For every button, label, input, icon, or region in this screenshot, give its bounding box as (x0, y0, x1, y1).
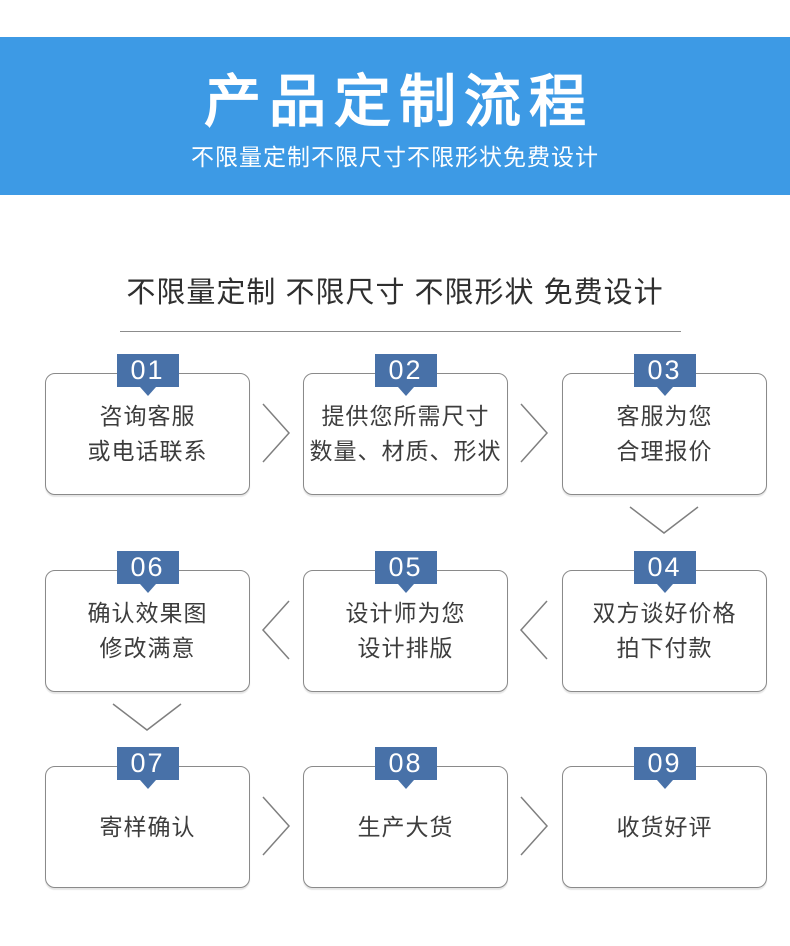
step-07-number-badge: 07 (116, 747, 179, 780)
step-number: 01 (130, 355, 165, 385)
arrow-left-icon (260, 599, 292, 661)
step-text: 客服为您 (616, 403, 713, 429)
step-02: 02 提供您所需尺寸 数量、材质、形状 (303, 354, 508, 496)
step-text: 提供您所需尺寸 (321, 403, 490, 429)
step-03: 03 客服为您 合理报价 (562, 354, 767, 496)
step-text: 或电话联系 (87, 438, 208, 464)
step-05-number-badge: 05 (374, 551, 437, 584)
step-text: 咨询客服 (99, 403, 196, 429)
step-text: 生产大货 (357, 813, 454, 840)
step-text: 拍下付款 (616, 635, 713, 661)
banner: 产品定制流程 不限量定制不限尺寸不限形状免费设计 (0, 37, 790, 195)
step-09-number-badge: 09 (633, 747, 696, 780)
step-number: 02 (388, 355, 423, 385)
step-01: 01 咨询客服 或电话联系 (45, 354, 250, 496)
step-01-number-badge: 01 (116, 354, 179, 387)
step-05-box: 设计师为您 设计排版 (303, 570, 508, 692)
arrow-right-icon (260, 795, 292, 857)
banner-title: 产品定制流程 (204, 70, 594, 134)
step-07: 07 寄样确认 (45, 747, 250, 889)
step-06: 06 确认效果图 修改满意 (45, 551, 250, 693)
step-text: 双方谈好价格 (592, 600, 737, 626)
step-09: 09 收货好评 (562, 747, 767, 889)
step-05: 05 设计师为您 设计排版 (303, 551, 508, 693)
step-number: 08 (388, 748, 423, 778)
step-text: 确认效果图 (87, 600, 208, 626)
step-text: 设计排版 (357, 635, 454, 661)
step-04-number-badge: 04 (633, 551, 696, 584)
banner-subtitle: 不限量定制不限尺寸不限形状免费设计 (191, 144, 599, 170)
step-08-number-badge: 08 (374, 747, 437, 780)
step-text: 数量、材质、形状 (309, 438, 502, 464)
step-08-box: 生产大货 (303, 766, 508, 888)
heading-divider (120, 331, 681, 332)
step-08: 08 生产大货 (303, 747, 508, 889)
step-text: 合理报价 (616, 438, 713, 464)
arrow-left-icon (518, 599, 550, 661)
step-text: 设计师为您 (345, 600, 466, 626)
step-number: 07 (130, 748, 165, 778)
step-text: 修改满意 (99, 635, 196, 661)
step-text: 收货好评 (616, 813, 713, 840)
step-02-number-badge: 02 (374, 354, 437, 387)
step-text: 寄样确认 (99, 813, 196, 840)
step-number: 03 (647, 355, 682, 385)
arrow-right-icon (518, 795, 550, 857)
step-04: 04 双方谈好价格 拍下付款 (562, 551, 767, 693)
step-number: 06 (130, 552, 165, 582)
step-number: 05 (388, 552, 423, 582)
step-06-number-badge: 06 (116, 551, 179, 584)
arrow-right-icon (260, 402, 292, 464)
section-heading: 不限量定制 不限尺寸 不限形状 免费设计 (126, 277, 664, 309)
step-number: 09 (647, 748, 682, 778)
arrow-right-icon (518, 402, 550, 464)
step-03-number-badge: 03 (633, 354, 696, 387)
arrow-down-icon (628, 504, 700, 536)
arrow-down-icon (111, 701, 183, 733)
step-number: 04 (647, 552, 682, 582)
step-04-box: 双方谈好价格 拍下付款 (562, 570, 767, 692)
